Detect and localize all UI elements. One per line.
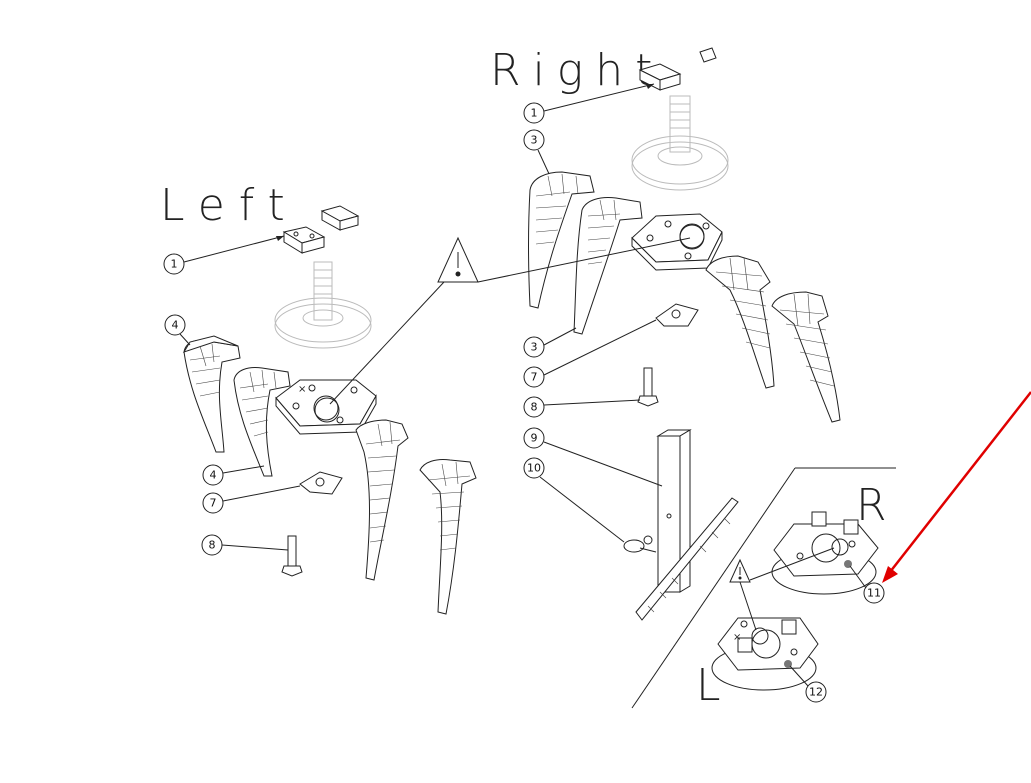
tine-left-d xyxy=(419,459,477,615)
linch-pin xyxy=(623,535,657,553)
warning-icon xyxy=(437,236,479,283)
spacer-block-right xyxy=(638,63,682,91)
svg-text:×: × xyxy=(298,384,306,395)
callout-label: 10 xyxy=(527,462,541,475)
warning-icon xyxy=(729,558,751,583)
right-heading: Right xyxy=(490,45,664,96)
inset-label-r: R xyxy=(856,480,887,531)
callout-label: 9 xyxy=(531,432,538,445)
bolt-right xyxy=(637,367,659,407)
callout-label: 3 xyxy=(531,134,538,147)
red-annotation-arrow xyxy=(882,391,1031,583)
tine-right-b xyxy=(573,197,643,335)
svg-text:×: × xyxy=(733,632,741,643)
callout-label: 7 xyxy=(531,371,538,384)
leader-line xyxy=(183,235,285,263)
callout-label: 8 xyxy=(209,539,216,552)
inset-border-left xyxy=(631,467,796,709)
tine-tool xyxy=(635,429,739,621)
tine-right-d xyxy=(771,291,841,423)
hub-plate-l-inset: × xyxy=(711,617,819,691)
tine-left-a xyxy=(182,335,241,453)
spacer-block-left xyxy=(282,226,326,254)
callout-label: 8 xyxy=(531,401,538,414)
hub-plate-r-inset xyxy=(771,511,879,595)
callout-bubble xyxy=(163,253,185,275)
callout-label: 3 xyxy=(531,341,538,354)
tine-right-c xyxy=(705,255,775,389)
callout-label: 4 xyxy=(172,319,179,332)
tine-left-c xyxy=(355,419,409,581)
callout-label: 12 xyxy=(809,686,823,699)
spacer-block-right-top xyxy=(699,47,717,63)
callout-label: 4 xyxy=(210,469,217,482)
left-heading: Left xyxy=(160,180,299,231)
ghost-hub-left xyxy=(274,261,372,349)
clamp-right xyxy=(655,303,699,327)
tine-right-a xyxy=(528,171,595,309)
hub-plate-right xyxy=(631,213,723,271)
bolt-left xyxy=(281,535,303,577)
callout-label: 1 xyxy=(531,107,538,120)
hub-plate-left: × xyxy=(275,379,377,435)
clamp-left xyxy=(299,471,343,495)
spacer-block-left-top xyxy=(320,205,360,231)
tine-left-b xyxy=(233,367,291,477)
callout-label: 11 xyxy=(867,587,881,600)
callout-label: 1 xyxy=(171,258,178,271)
ghost-hub-right xyxy=(631,95,729,191)
callout-label: 7 xyxy=(210,497,217,510)
